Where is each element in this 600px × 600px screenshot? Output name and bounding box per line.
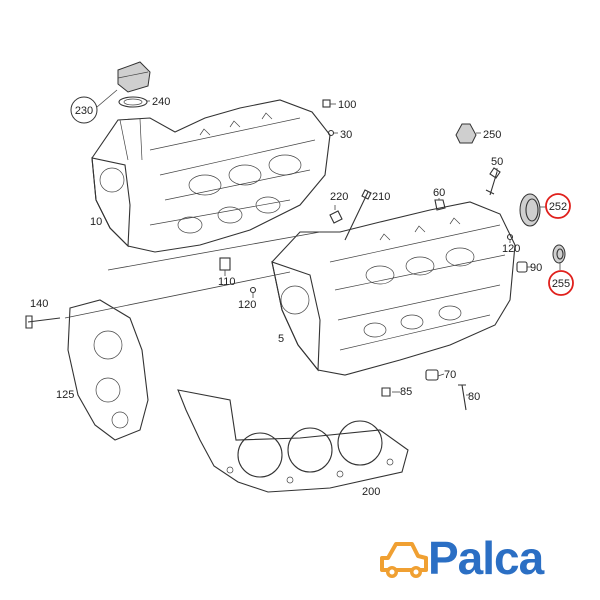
part-85 — [381, 387, 391, 397]
leader-lines — [64, 89, 561, 396]
bolt-50 — [485, 167, 501, 196]
dowel-120-left — [249, 286, 257, 294]
callout-100: 100 — [338, 99, 356, 111]
callout-140: 140 — [30, 298, 48, 310]
callout-252: 252 — [545, 193, 571, 219]
oil-cap-seal — [118, 96, 148, 108]
palca-logo: Palca — [378, 528, 578, 588]
callout-120-right: 120 — [502, 243, 520, 255]
stud-80 — [458, 384, 467, 411]
callout-5: 5 — [278, 333, 284, 345]
callout-85: 85 — [400, 386, 412, 398]
callout-240: 240 — [152, 96, 170, 108]
logo-text: Palca — [428, 532, 544, 584]
small-part-100 — [322, 99, 331, 108]
callout-80: 80 — [468, 391, 480, 403]
callout-70: 70 — [444, 369, 456, 381]
callout-220: 220 — [330, 191, 348, 203]
svg-text:252: 252 — [549, 201, 567, 213]
part-220 — [329, 210, 343, 224]
part-90 — [516, 261, 528, 273]
bolt-140 — [25, 315, 61, 329]
callout-30: 30 — [340, 129, 352, 141]
callout-210: 210 — [372, 191, 390, 203]
car-icon — [380, 542, 428, 578]
small-part-30 — [327, 129, 335, 137]
cylinder-head-right — [271, 201, 516, 376]
callout-200: 200 — [362, 486, 380, 498]
callout-255: 255 — [548, 270, 574, 296]
part-60 — [434, 199, 446, 211]
callout-50: 50 — [491, 156, 503, 168]
timing-cover-125 — [67, 299, 149, 441]
callout-90: 90 — [530, 262, 542, 274]
cylinder-head-left — [91, 99, 331, 253]
bolt-210 — [344, 189, 372, 241]
head-gasket-200 — [177, 389, 409, 493]
callout-60: 60 — [433, 187, 445, 199]
svg-text:230: 230 — [75, 105, 93, 117]
callout-230: 230 — [70, 96, 98, 124]
seal-ring-252 — [519, 193, 541, 227]
callout-110: 110 — [218, 276, 236, 288]
callout-125: 125 — [56, 389, 74, 401]
oil-filler-cap — [117, 61, 151, 93]
callout-120-left: 120 — [238, 299, 256, 311]
cap-250 — [455, 123, 477, 144]
callout-250: 250 — [483, 129, 501, 141]
dowel-120-right — [506, 233, 514, 241]
part-70 — [425, 369, 439, 381]
seal-ring-255 — [552, 244, 566, 264]
dowel-110 — [219, 257, 231, 271]
svg-text:255: 255 — [552, 278, 570, 290]
callout-10: 10 — [90, 216, 102, 228]
